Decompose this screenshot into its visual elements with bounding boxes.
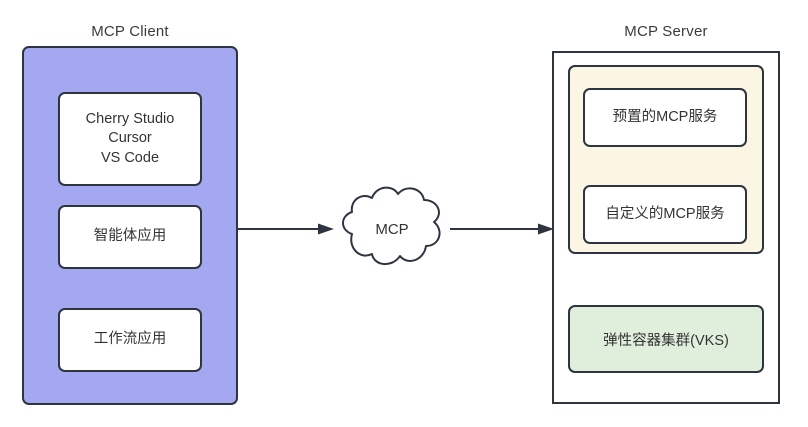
client-apps-box[interactable]: Cherry Studio Cursor VS Code xyxy=(58,92,202,186)
server-group-title: MCP Server xyxy=(624,23,708,40)
client-group-title: MCP Client xyxy=(91,23,169,40)
client-apps-lines: Cherry Studio Cursor VS Code xyxy=(86,110,175,168)
client-agent-box[interactable]: 智能体应用 xyxy=(58,205,202,269)
client-apps-line-3: VS Code xyxy=(100,149,160,166)
client-workflow-box[interactable]: 工作流应用 xyxy=(58,308,202,372)
cloud-shape-icon xyxy=(342,186,441,265)
client-apps-line-2: Cursor xyxy=(108,130,152,147)
arrow-cloud-to-server xyxy=(450,223,554,235)
mcp-cloud: MCP xyxy=(330,178,454,280)
server-custom-service-box[interactable]: 自定义的MCP服务 xyxy=(583,185,747,244)
server-vks-cluster-box[interactable]: 弹性容器集群(VKS) xyxy=(568,305,764,373)
arrow-client-to-cloud xyxy=(238,223,334,235)
client-apps-line-1: Cherry Studio xyxy=(85,111,175,128)
server-preset-service-box[interactable]: 预置的MCP服务 xyxy=(583,88,747,147)
